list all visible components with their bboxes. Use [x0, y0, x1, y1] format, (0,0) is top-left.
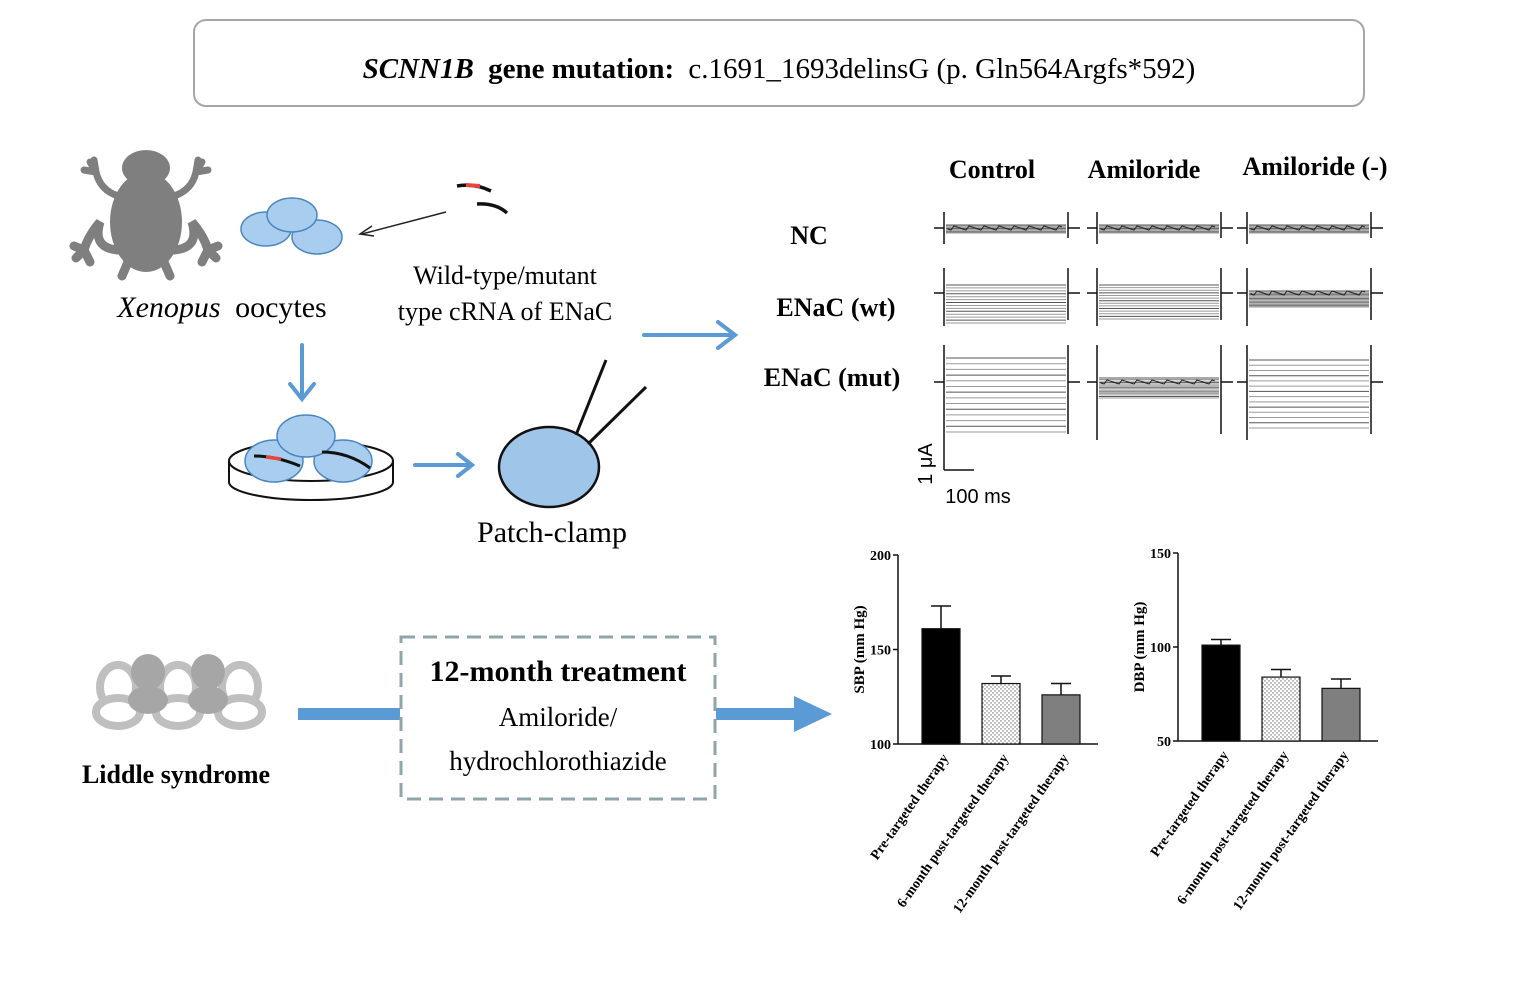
- y-tick-label: 100: [1150, 641, 1171, 656]
- y-tick-label: 100: [870, 738, 891, 753]
- bar: [921, 628, 961, 745]
- category-label: 12-month post-targeted therapy: [1231, 749, 1353, 914]
- mutation-text: c.1691_1693delinsG (p. Gln564Argfs*592): [688, 53, 1195, 85]
- right-arrow-icon: [413, 452, 476, 478]
- trace-panel-r2-c0: [934, 345, 1080, 440]
- down-arrow-icon: [288, 343, 316, 403]
- y-tick-label: 150: [870, 644, 891, 659]
- trace-panel-r0-c1: [1087, 212, 1233, 244]
- category-label: 12-month post-targeted therapy: [951, 752, 1073, 917]
- frog-icon: [69, 150, 223, 281]
- bar: [1261, 676, 1301, 742]
- trace-panel-r0-c2: [1237, 212, 1383, 244]
- trace-panel-r0-c0: [934, 212, 1080, 244]
- treatment-arrow-right: [716, 696, 832, 732]
- oocyte-cluster-icon: [240, 197, 343, 255]
- bar: [981, 682, 1021, 745]
- page-title: SCNN1B gene mutation: c.1691_1693delinsG…: [363, 53, 1196, 85]
- treatment-box: [399, 635, 717, 801]
- treatment-drug-line2: hydrochlorothiazide: [449, 746, 666, 776]
- category-label: 6-month post-targeted therapy: [1175, 749, 1293, 908]
- gene-name: SCNN1B: [363, 53, 474, 85]
- crna-arrow-icon: [357, 211, 447, 237]
- crna-label-line2: type cRNA of ENaC: [398, 297, 612, 326]
- crna-label-line1: Wild-type/mutant: [413, 261, 598, 290]
- trace-panel-r2-c2: [1237, 345, 1383, 440]
- trace-col-amiloride-minus: Amiloride (-): [1242, 152, 1387, 181]
- condition-label: Liddle syndrome: [82, 760, 270, 789]
- trace-col-amiloride: Amiloride: [1088, 155, 1201, 184]
- category-label: 6-month post-targeted therapy: [895, 752, 1013, 911]
- petri-dish-icon: [228, 414, 394, 501]
- bar: [1041, 694, 1081, 745]
- scale-bar-y-label: 1 μA: [915, 443, 937, 485]
- family-icon: [92, 654, 266, 730]
- treatment-arrow-left: [298, 708, 400, 720]
- trace-panel-r1-c1: [1087, 268, 1233, 326]
- trace-col-control: Control: [949, 155, 1035, 184]
- oocytes-species: Xenopus: [116, 291, 220, 324]
- gene-label: gene mutation:: [488, 53, 674, 85]
- trace-row-enac-wt: ENaC (wt): [776, 293, 895, 322]
- title-box: [193, 19, 1365, 107]
- treatment-title: 12-month treatment: [430, 655, 687, 688]
- patch-clamp-label: Patch-clamp: [477, 516, 627, 549]
- y-tick-label: 150: [1150, 547, 1171, 562]
- bar: [1201, 644, 1241, 742]
- crna-strand-icon: [456, 183, 509, 215]
- y-tick-label: 200: [870, 549, 891, 564]
- trace-panel-r1-c0: [934, 268, 1080, 326]
- trace-panel-r2-c1: [1087, 345, 1233, 440]
- patch-clamp-icon: [497, 359, 648, 509]
- trace-panel-r1-c2: [1237, 268, 1383, 326]
- y-axis-label: SBP (mm Hg): [852, 605, 868, 693]
- scale-bar-x-label: 100 ms: [945, 486, 1011, 508]
- trace-row-enac-mut: ENaC (mut): [764, 363, 901, 392]
- y-axis-label: DBP (mm Hg): [1132, 602, 1148, 693]
- bar: [1321, 687, 1361, 742]
- treatment-drug-line1: Amiloride/: [499, 702, 618, 732]
- y-tick-label: 50: [1157, 735, 1171, 750]
- oocytes-label: Xenopus oocytes: [116, 291, 326, 324]
- scale-bar: [943, 440, 974, 471]
- trace-panels: [934, 212, 1383, 440]
- trace-row-nc: NC: [790, 221, 828, 250]
- oocytes-word: oocytes: [235, 291, 327, 324]
- traces-arrow-icon: [642, 320, 739, 350]
